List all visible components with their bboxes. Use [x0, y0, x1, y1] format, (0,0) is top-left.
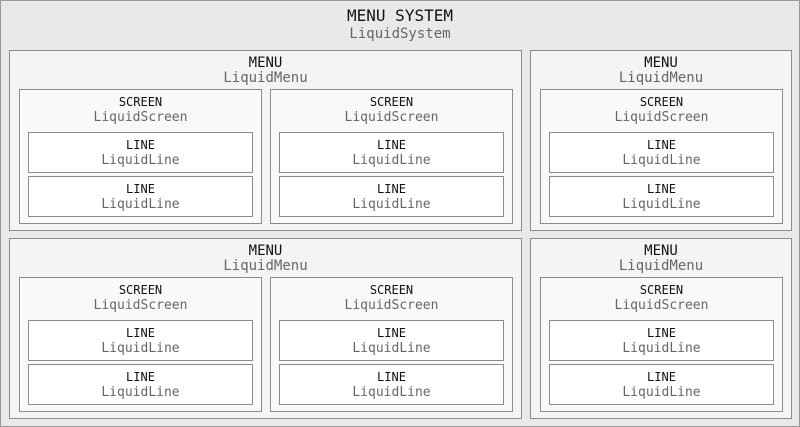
menu-title: MENU [248, 243, 283, 259]
line-title: LINE [377, 182, 406, 196]
screen-title: SCREEN [369, 283, 414, 297]
line-box: LINE LiquidLine [279, 176, 504, 217]
line-title: LINE [126, 138, 155, 152]
screen-subtitle: LiquidScreen [344, 298, 439, 313]
line-subtitle: LiquidLine [622, 153, 701, 168]
line-title: LINE [647, 138, 676, 152]
line-box: LINE LiquidLine [279, 132, 504, 173]
line-box: LINE LiquidLine [28, 132, 253, 173]
screen-box: SCREEN LiquidScreen LINE LiquidLine LINE… [270, 277, 513, 412]
system-title: MENU SYSTEM [347, 6, 453, 25]
line-box: LINE LiquidLine [549, 132, 774, 173]
line-title: LINE [377, 326, 406, 340]
line-box: LINE LiquidLine [279, 320, 504, 361]
screen-title: SCREEN [118, 95, 163, 109]
menu-subtitle: LiquidMenu [618, 70, 704, 86]
menu-title: MENU [644, 55, 678, 71]
line-title: LINE [377, 370, 406, 384]
line-subtitle: LiquidLine [101, 341, 180, 356]
line-box: LINE LiquidLine [549, 320, 774, 361]
line-title: LINE [126, 370, 155, 384]
line-title: LINE [377, 138, 406, 152]
screen-subtitle: LiquidScreen [93, 298, 188, 313]
line-title: LINE [647, 182, 676, 196]
line-title: LINE [647, 326, 676, 340]
screen-title: SCREEN [369, 95, 414, 109]
line-box: LINE LiquidLine [28, 176, 253, 217]
line-subtitle: LiquidLine [622, 341, 701, 356]
screen-subtitle: LiquidScreen [614, 298, 709, 313]
line-box: LINE LiquidLine [28, 320, 253, 361]
menu-subtitle: LiquidMenu [223, 258, 308, 274]
screen-subtitle: LiquidScreen [344, 110, 439, 125]
line-subtitle: LiquidLine [101, 153, 180, 168]
screen-box: SCREEN LiquidScreen LINE LiquidLine LINE… [19, 277, 262, 412]
line-subtitle: LiquidLine [101, 197, 180, 212]
screen-box: SCREEN LiquidScreen LINE LiquidLine LINE… [19, 89, 262, 224]
screen-box: SCREEN LiquidScreen LINE LiquidLine LINE… [540, 89, 783, 224]
screen-subtitle: LiquidScreen [93, 110, 188, 125]
line-subtitle: LiquidLine [622, 385, 701, 400]
line-subtitle: LiquidLine [352, 341, 431, 356]
menu-title: MENU [644, 243, 678, 259]
screen-subtitle: LiquidScreen [614, 110, 709, 125]
menu-box: MENU LiquidMenu SCREEN LiquidScreen LINE… [9, 238, 522, 419]
line-subtitle: LiquidLine [352, 153, 431, 168]
screen-box: SCREEN LiquidScreen LINE LiquidLine LINE… [540, 277, 783, 412]
screen-box: SCREEN LiquidScreen LINE LiquidLine LINE… [270, 89, 513, 224]
line-subtitle: LiquidLine [352, 197, 431, 212]
line-subtitle: LiquidLine [352, 385, 431, 400]
line-subtitle: LiquidLine [622, 197, 701, 212]
menu-subtitle: LiquidMenu [223, 70, 308, 86]
line-box: LINE LiquidLine [549, 176, 774, 217]
system-subtitle: LiquidSystem [349, 26, 451, 42]
menu-box: MENU LiquidMenu SCREEN LiquidScreen LINE… [9, 50, 522, 231]
line-title: LINE [126, 182, 155, 196]
line-title: LINE [647, 370, 676, 384]
screen-title: SCREEN [639, 283, 684, 297]
line-box: LINE LiquidLine [279, 364, 504, 405]
menu-box: MENU LiquidMenu SCREEN LiquidScreen LINE… [530, 238, 792, 419]
line-subtitle: LiquidLine [101, 385, 180, 400]
line-box: LINE LiquidLine [28, 364, 253, 405]
menu-box: MENU LiquidMenu SCREEN LiquidScreen LINE… [530, 50, 792, 231]
screen-title: SCREEN [118, 283, 163, 297]
line-box: LINE LiquidLine [549, 364, 774, 405]
menu-title: MENU [248, 55, 283, 71]
line-title: LINE [126, 326, 155, 340]
menu-subtitle: LiquidMenu [618, 258, 704, 274]
screen-title: SCREEN [639, 95, 684, 109]
